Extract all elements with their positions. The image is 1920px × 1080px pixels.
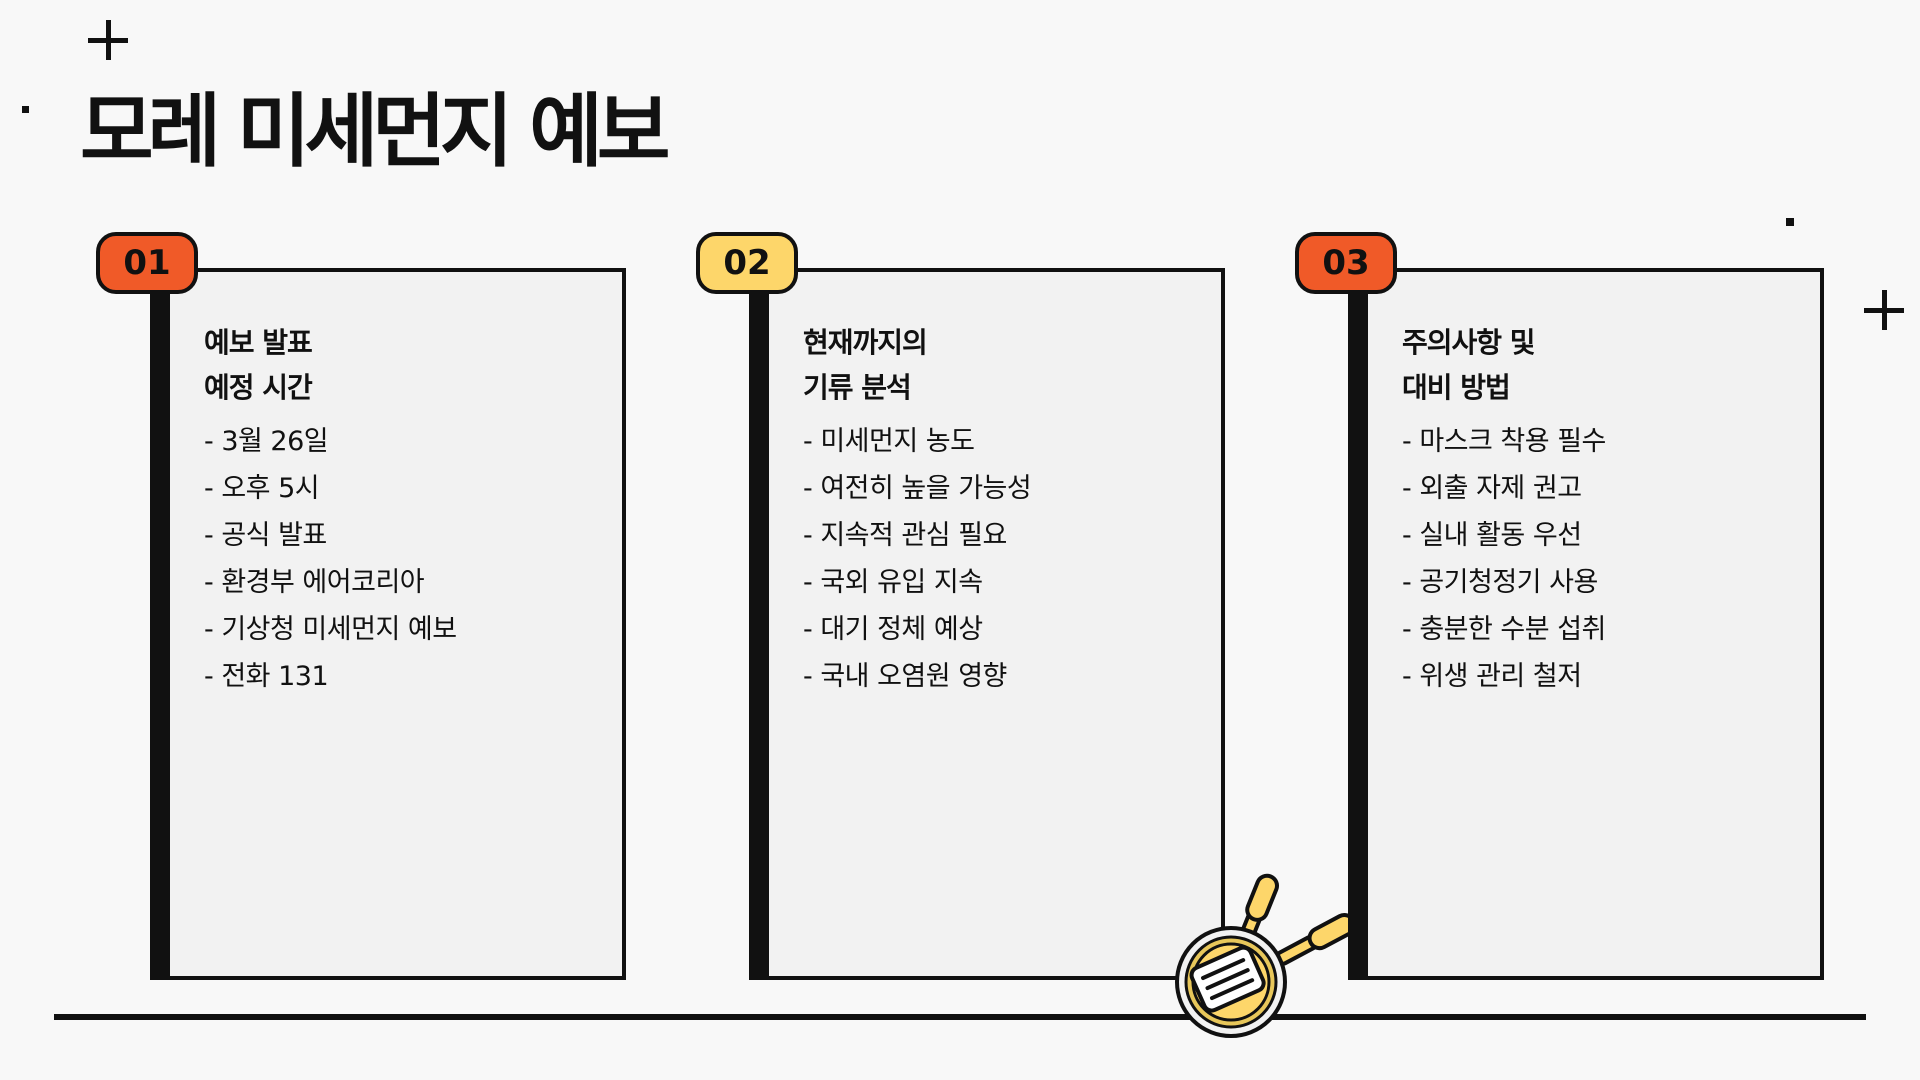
card-list: - 마스크 착용 필수 - 외출 자제 권고 - 실내 활동 우선 - 공기청정…	[1402, 418, 1812, 700]
list-item: - 환경부 에어코리아	[204, 567, 425, 598]
card-heading-line: 현재까지의	[803, 326, 928, 359]
list-item: - 실내 활동 우선	[1402, 520, 1582, 551]
card-heading-line: 예보 발표	[204, 326, 313, 359]
list-item: - 외출 자제 권고	[1402, 473, 1582, 504]
list-item: - 3월 26일	[204, 426, 329, 457]
dot-decoration	[1786, 218, 1794, 226]
card-heading-line: 예정 시간	[204, 371, 313, 404]
card-list: - 3월 26일 - 오후 5시 - 공식 발표 - 환경부 에어코리아 - 기…	[204, 418, 614, 700]
list-item: - 오후 5시	[204, 473, 320, 504]
badge-number: 02	[723, 243, 771, 283]
plus-icon	[88, 20, 128, 60]
badge-number: 03	[1322, 243, 1370, 283]
list-item: - 국외 유입 지속	[803, 567, 983, 598]
dot-decoration	[22, 106, 29, 113]
plus-icon	[1864, 290, 1904, 330]
card-heading: 주의사항 및 대비 방법	[1402, 320, 1812, 410]
card-number-badge: 01	[96, 232, 198, 294]
badge-number: 01	[123, 243, 171, 283]
card-precautions: 주의사항 및 대비 방법 - 마스크 착용 필수 - 외출 자제 권고 - 실내…	[1348, 268, 1824, 980]
card-forecast-time: 예보 발표 예정 시간 - 3월 26일 - 오후 5시 - 공식 발표 - 환…	[150, 268, 626, 980]
list-item: - 공기청정기 사용	[1402, 567, 1598, 598]
card-number-badge: 02	[696, 232, 798, 294]
list-item: - 국내 오염원 영향	[803, 661, 1007, 692]
card-heading-line: 주의사항 및	[1402, 326, 1536, 359]
card-airflow-analysis: 현재까지의 기류 분석 - 미세먼지 농도 - 여전히 높을 가능성 - 지속적…	[749, 268, 1225, 980]
card-heading-line: 대비 방법	[1402, 371, 1511, 404]
list-item: - 여전히 높을 가능성	[803, 473, 1032, 504]
list-item: - 지속적 관심 필요	[803, 520, 1007, 551]
list-item: - 위생 관리 철저	[1402, 661, 1582, 692]
card-heading-line: 기류 분석	[803, 371, 912, 404]
card-heading: 예보 발표 예정 시간	[204, 320, 614, 410]
card-list: - 미세먼지 농도 - 여전히 높을 가능성 - 지속적 관심 필요 - 국외 …	[803, 418, 1213, 700]
list-item: - 대기 정체 예상	[803, 614, 983, 645]
page-title: 모레 미세먼지 예보	[80, 85, 671, 178]
list-item: - 마스크 착용 필수	[1402, 426, 1606, 457]
list-item: - 공식 발표	[204, 520, 327, 551]
list-item: - 충분한 수분 섭취	[1402, 614, 1606, 645]
list-item: - 전화 131	[204, 661, 329, 692]
frying-pan-spatula-icon	[1175, 873, 1348, 1038]
card-heading: 현재까지의 기류 분석	[803, 320, 1213, 410]
baseline-divider	[54, 1014, 1866, 1020]
list-item: - 미세먼지 농도	[803, 426, 975, 457]
card-number-badge: 03	[1295, 232, 1397, 294]
list-item: - 기상청 미세먼지 예보	[204, 614, 457, 645]
